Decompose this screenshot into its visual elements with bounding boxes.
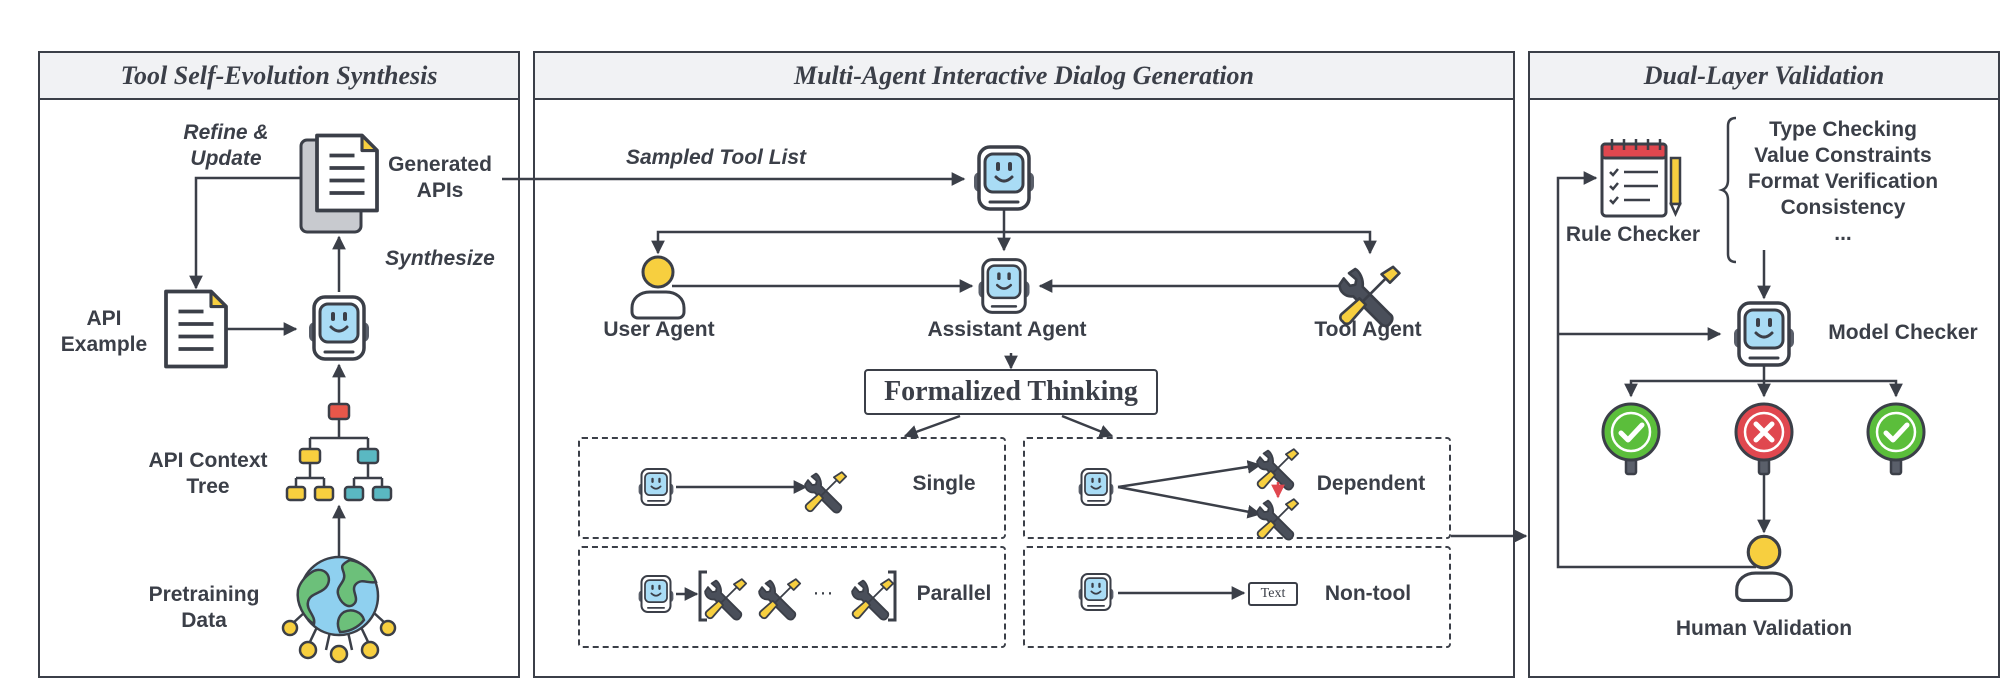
check-value-constraints: Value Constraints — [1754, 144, 1932, 167]
api-context-tree-icon — [285, 402, 393, 502]
user-agent-label: User Agent — [603, 318, 715, 341]
human-validation-label: Human Validation — [1675, 617, 1853, 640]
orchestrator-robot-icon — [972, 145, 1036, 211]
pretraining-globe-icon — [281, 555, 397, 664]
pass-check-right-icon — [1868, 404, 1924, 474]
assistant-agent-robot-icon — [977, 258, 1031, 314]
check-format-verification: Format Verification — [1747, 170, 1939, 193]
synthesizer-robot-icon — [307, 295, 371, 361]
dependent-label: Dependent — [1316, 472, 1426, 495]
pretraining-data-label: Pretraining Data — [148, 583, 260, 632]
dependent-call-box — [1023, 437, 1451, 539]
rule-checker-label: Rule Checker — [1565, 223, 1701, 246]
tool-synthesis-panel: Tool Self-Evolution Synthesis — [38, 51, 520, 678]
parallel-call-box — [578, 546, 1006, 648]
synthesize-label: Synthesize — [385, 247, 495, 270]
fail-check-icon — [1734, 402, 1794, 476]
tool-synthesis-title: Tool Self-Evolution Synthesis — [40, 53, 518, 100]
dialog-generation-title: Multi-Agent Interactive Dialog Generatio… — [535, 53, 1513, 100]
parallel-ellipsis: ··· — [812, 581, 834, 604]
parallel-tool-3-icon — [851, 578, 895, 621]
tool-agent-label: Tool Agent — [1314, 318, 1422, 341]
single-call-box — [578, 437, 1006, 539]
non-tool-robot-icon — [1077, 573, 1115, 611]
non-tool-box — [1023, 546, 1451, 648]
formalized-thinking-box: Formalized Thinking — [864, 369, 1158, 415]
api-example-label: API Example — [60, 307, 148, 356]
api-example-icon — [164, 289, 228, 369]
single-tool-icon — [804, 471, 848, 514]
check-consistency: Consistency — [1780, 196, 1906, 219]
validation-title: Dual-Layer Validation — [1530, 53, 1998, 100]
parallel-tool-1-icon — [704, 578, 748, 621]
model-checker-robot-icon — [1732, 301, 1796, 367]
generated-apis-icon — [299, 133, 379, 234]
user-agent-icon — [630, 255, 686, 320]
model-checker-label: Model Checker — [1828, 321, 1978, 344]
dependent-tool-2-icon — [1256, 498, 1300, 541]
sampled-tool-list-label: Sampled Tool List — [625, 146, 807, 169]
refine-update-label: Refine & Update — [183, 121, 269, 170]
pass-check-left-icon — [1603, 404, 1659, 474]
non-tool-label: Non-tool — [1324, 582, 1412, 605]
single-label: Single — [912, 472, 976, 495]
human-validator-icon — [1735, 534, 1793, 602]
rule-checker-icon — [1600, 139, 1682, 218]
parallel-robot-icon — [637, 575, 675, 613]
dependent-robot-icon — [1077, 468, 1115, 506]
text-output-box: Text — [1248, 582, 1298, 606]
single-robot-icon — [637, 468, 675, 506]
assistant-agent-label: Assistant Agent — [927, 318, 1087, 341]
check-more: ... — [1834, 222, 1852, 245]
generated-apis-label: Generated APIs — [388, 153, 492, 202]
api-context-tree-label: API Context Tree — [148, 449, 268, 498]
parallel-tool-2-icon — [758, 578, 802, 621]
check-type-checking: Type Checking — [1769, 118, 1917, 141]
parallel-label: Parallel — [916, 582, 992, 605]
